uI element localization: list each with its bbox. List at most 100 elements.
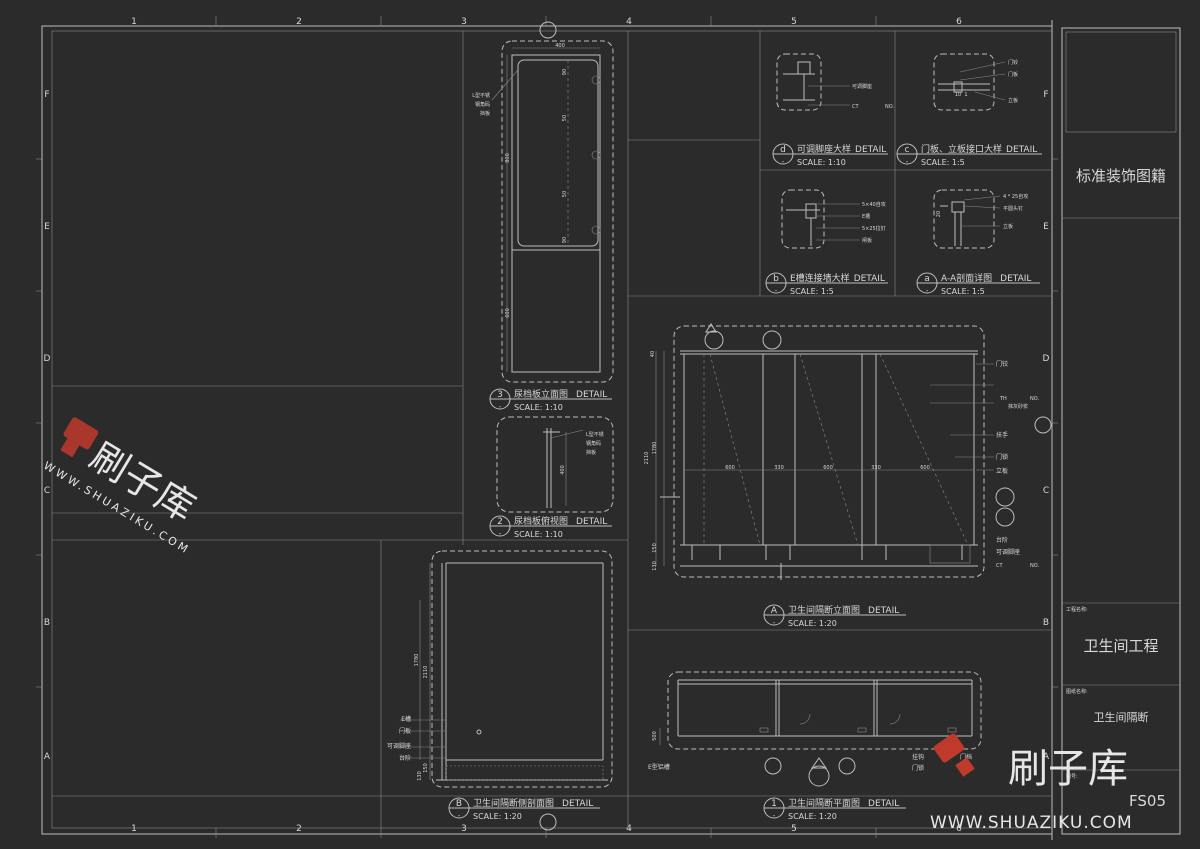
detail-B-scale: SCALE: 1:20 xyxy=(473,812,522,821)
detail-b-callout xyxy=(765,272,888,294)
detail-B-number: B xyxy=(456,799,462,809)
det-a-panel: 立板 xyxy=(1003,223,1013,230)
elev-h-150: 150 xyxy=(652,543,658,553)
drawing-number: FS05 xyxy=(1129,792,1166,810)
detail-b-drawing xyxy=(781,189,860,249)
col-label-bottom-3: 3 xyxy=(461,824,467,834)
row-label-right-B: B xyxy=(1043,618,1049,628)
col-label-top-3: 3 xyxy=(461,17,467,27)
detail-d-dash: - xyxy=(782,158,785,166)
layout-guides xyxy=(52,31,1052,828)
det-b-channel: E槽 xyxy=(862,213,870,220)
detail-1-scale: SCALE: 1:20 xyxy=(788,812,837,821)
detail-2-callout xyxy=(489,515,612,537)
side-height-130: 130 xyxy=(417,771,423,781)
detail-c-scale: SCALE: 1:5 xyxy=(921,158,965,167)
row-label-right-F: F xyxy=(1043,90,1048,100)
urinal-plan-label-1: L型不锈 xyxy=(586,431,604,438)
detail-d-drawing xyxy=(776,53,850,111)
urinal-dim-mid-2: 50 xyxy=(562,191,568,197)
detail-A-callout xyxy=(763,604,906,626)
urinal-plan-label-3: 挡板 xyxy=(586,449,596,456)
company-name: 标准装饰图籍 xyxy=(1076,167,1166,185)
col-label-top-1: 1 xyxy=(131,17,137,27)
detail-B-dash: - xyxy=(458,812,461,820)
det-d-no: NO. xyxy=(885,104,894,110)
detail-3-drawing xyxy=(491,21,614,383)
watermark-brand-right: 刷子库 xyxy=(1008,746,1128,792)
col-label-top-6: 6 xyxy=(956,17,962,27)
detail-3-callout xyxy=(489,388,612,410)
elev-ref-no: NO. xyxy=(1030,396,1039,402)
drawing-name: 卫生间隔断 xyxy=(1094,710,1149,724)
detail-b-number: b xyxy=(773,274,779,284)
detail-a-callout xyxy=(916,272,1040,294)
brush-logo-right-icon xyxy=(933,733,975,777)
urinal-dim-top: 400 xyxy=(555,43,565,49)
det-d-ct: CT xyxy=(852,104,859,110)
detail-2-number: 2 xyxy=(497,517,503,527)
elev-h-2110: 2110 xyxy=(644,452,650,465)
elev-label-hinge: 门铰 xyxy=(996,360,1008,368)
project-label: 工程名称: xyxy=(1066,606,1088,613)
detail-d-callout xyxy=(772,143,888,165)
elev-dim-330a: 330 xyxy=(774,465,784,471)
detail-a-dash: - xyxy=(926,287,929,295)
col-label-bottom-4: 4 xyxy=(626,824,632,834)
det-d-label: 可调脚座 xyxy=(852,83,872,90)
detail-2-scale: SCALE: 1:10 xyxy=(514,530,563,539)
urinal-label-3: 挡板 xyxy=(480,110,490,117)
elev-label-lock: 门锁 xyxy=(996,453,1008,461)
detail-b-scale: SCALE: 1:5 xyxy=(790,287,834,296)
row-label-left-E: E xyxy=(44,222,50,232)
row-label-right-E: E xyxy=(1043,222,1049,232)
detail-d-scale: SCALE: 1:10 xyxy=(797,158,846,167)
col-label-top-5: 5 xyxy=(791,17,797,27)
elev-dim-600c: 600 xyxy=(920,465,930,471)
elev-ref-th: TH xyxy=(999,396,1007,402)
detail-c-number: c xyxy=(905,145,910,155)
urinal-dim-h2: 600 xyxy=(505,308,511,318)
det-b-rivet: 5×25拉钉 xyxy=(862,225,886,232)
elev-dim-600a: 600 xyxy=(725,465,735,471)
row-label-left-C: C xyxy=(44,486,50,496)
row-label-left-B: B xyxy=(44,618,50,628)
urinal-label-2: 钢角码 xyxy=(475,101,490,108)
det-a-dim: 20 xyxy=(936,211,942,217)
row-label-left-A: A xyxy=(44,752,51,762)
detail-A-number: A xyxy=(771,606,778,616)
detail-a-number: a xyxy=(924,274,930,284)
elev-label-step: 台阶 xyxy=(996,536,1008,544)
detail-1-number: 1 xyxy=(771,799,777,809)
detail-c-callout xyxy=(896,143,1042,165)
elev-dim-600b: 600 xyxy=(823,465,833,471)
detail-a-scale: SCALE: 1:5 xyxy=(941,287,985,296)
urinal-dim-small-2: 90 xyxy=(562,237,568,243)
detail-a-drawing xyxy=(933,189,1001,249)
col-label-top-2: 2 xyxy=(296,17,302,27)
det-c-panel: 立板 xyxy=(1008,97,1018,104)
col-label-top-4: 4 xyxy=(626,17,632,27)
plan-label-hook: 挂钩 xyxy=(912,753,924,761)
detail-B-drawing xyxy=(400,550,613,788)
title-block xyxy=(1061,27,1181,835)
elev-h-1780: 1780 xyxy=(652,442,658,455)
number-label: 图号: xyxy=(1066,774,1078,780)
det-a-screw: 4 * 25自攻 xyxy=(1003,193,1028,200)
plan-dim-500: 500 xyxy=(652,731,658,741)
column-ticks xyxy=(215,16,877,838)
urinal-plan-label-2: 钢角码 xyxy=(586,440,601,447)
det-b-plate: 闸板 xyxy=(862,237,872,244)
detail-1-drawing xyxy=(659,671,982,787)
detail-B-callout xyxy=(448,797,600,831)
elev-ct: CT xyxy=(996,563,1003,569)
project-name: 卫生间工程 xyxy=(1083,637,1158,655)
urinal-plan-dim: 400 xyxy=(560,465,566,475)
det-c-hinge: 门铰 xyxy=(1008,59,1018,66)
